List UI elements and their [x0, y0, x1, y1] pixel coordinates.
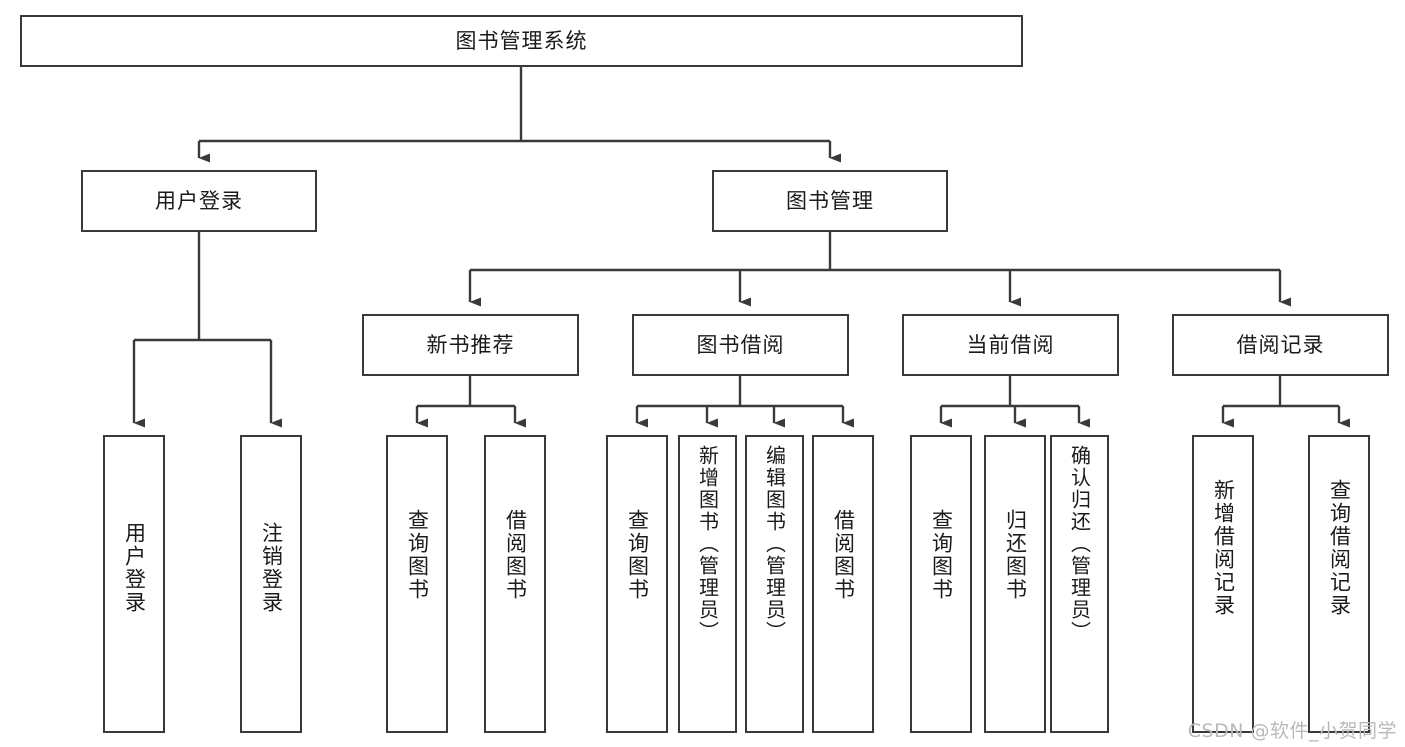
- node-leaf-borrow-book-label: 借阅图书: [831, 509, 856, 601]
- node-leaf-query-book-borrow-label: 查询图书: [625, 509, 650, 601]
- node-leaf-query-book-rec[interactable]: 查询图书: [386, 435, 448, 733]
- node-book-manage-label: 图书管理: [786, 188, 874, 213]
- node-leaf-return-book-label: 归还图书: [1003, 509, 1028, 601]
- node-new-book-rec-label: 新书推荐: [426, 332, 515, 357]
- node-current-borrow[interactable]: 当前借阅: [902, 314, 1119, 376]
- node-leaf-add-book-label: 新增图书（管理员）: [695, 445, 720, 643]
- node-leaf-borrow-book-rec[interactable]: 借阅图书: [484, 435, 546, 733]
- node-leaf-query-book-borrow[interactable]: 查询图书: [606, 435, 668, 733]
- node-leaf-add-record-label: 新增借阅记录: [1211, 479, 1236, 617]
- node-book-borrow-label: 图书借阅: [696, 332, 785, 357]
- node-leaf-query-record[interactable]: 查询借阅记录: [1308, 435, 1370, 733]
- node-leaf-add-book[interactable]: 新增图书（管理员）: [678, 435, 737, 733]
- node-current-borrow-label: 当前借阅: [966, 332, 1055, 357]
- node-leaf-borrow-book-rec-label: 借阅图书: [503, 509, 528, 601]
- node-book-manage[interactable]: 图书管理: [712, 170, 948, 232]
- node-book-borrow[interactable]: 图书借阅: [632, 314, 849, 376]
- node-leaf-user-logout-label: 注销登录: [259, 522, 284, 614]
- watermark: CSDN @软件_小贺同学: [1187, 720, 1397, 742]
- node-leaf-user-login-label: 用户登录: [122, 522, 147, 614]
- node-leaf-borrow-book[interactable]: 借阅图书: [812, 435, 874, 733]
- node-root-label: 图书管理系统: [455, 28, 588, 53]
- node-leaf-query-book-rec-label: 查询图书: [405, 509, 430, 601]
- node-leaf-query-record-label: 查询借阅记录: [1327, 479, 1352, 617]
- node-leaf-user-logout[interactable]: 注销登录: [240, 435, 302, 733]
- node-leaf-edit-book[interactable]: 编辑图书（管理员）: [745, 435, 804, 733]
- node-root[interactable]: 图书管理系统: [20, 15, 1023, 67]
- node-leaf-confirm-return-label: 确认归还（管理员）: [1067, 445, 1092, 643]
- node-borrow-record[interactable]: 借阅记录: [1172, 314, 1389, 376]
- node-borrow-record-label: 借阅记录: [1236, 332, 1325, 357]
- node-leaf-confirm-return[interactable]: 确认归还（管理员）: [1050, 435, 1109, 733]
- node-leaf-edit-book-label: 编辑图书（管理员）: [762, 445, 787, 643]
- node-user-login-label: 用户登录: [155, 188, 243, 213]
- node-user-login[interactable]: 用户登录: [81, 170, 317, 232]
- node-leaf-return-book[interactable]: 归还图书: [984, 435, 1046, 733]
- node-new-book-rec[interactable]: 新书推荐: [362, 314, 579, 376]
- node-leaf-query-book-cur[interactable]: 查询图书: [910, 435, 972, 733]
- node-leaf-user-login[interactable]: 用户登录: [103, 435, 165, 733]
- node-leaf-query-book-cur-label: 查询图书: [929, 509, 954, 601]
- node-leaf-add-record[interactable]: 新增借阅记录: [1192, 435, 1254, 733]
